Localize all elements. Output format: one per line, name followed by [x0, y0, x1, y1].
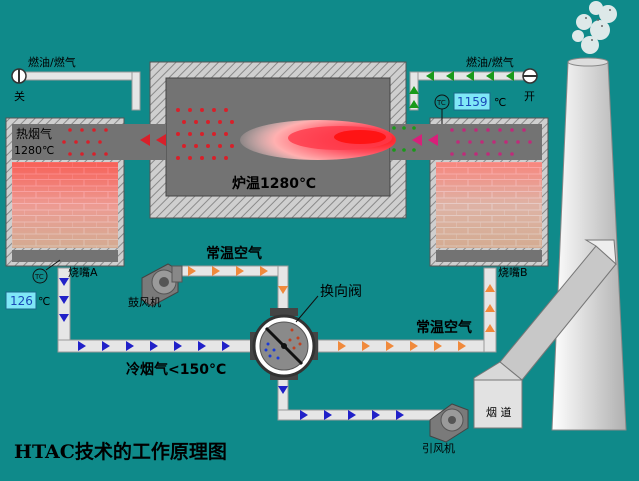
cold-flue-label: 冷烟气<150°C	[126, 361, 226, 378]
valve-leader-line	[295, 295, 319, 323]
svg-text:TC: TC	[34, 273, 44, 281]
valve-right-state: 开	[524, 90, 535, 103]
flame-icon	[240, 120, 396, 160]
flue-duct	[473, 239, 617, 429]
valve-left-state: 关	[14, 89, 25, 103]
burner-a-label: 烧嘴A	[68, 266, 98, 279]
diagram-title: HTAC技术的工作原理图	[14, 440, 227, 463]
blower-label: 鼓风机	[128, 295, 161, 309]
furnace-temp-label: 炉温1280℃	[232, 175, 316, 192]
chimney	[551, 1, 627, 431]
tc-right-value: 1159	[457, 95, 488, 109]
fuel-label-left: 燃油/燃气	[28, 55, 76, 69]
hot-gas-arrows	[140, 134, 166, 146]
cold-flue-arrows	[59, 278, 404, 420]
tc-left-unit: ℃	[38, 295, 50, 308]
reversing-valve-icon[interactable]	[250, 308, 318, 380]
tc-right-display	[453, 92, 491, 111]
fuel-valve-right-icon[interactable]	[522, 68, 538, 84]
fuel-label-right: 燃油/燃气	[466, 55, 514, 69]
ambient-air-arrows	[188, 266, 495, 351]
hot-gas-label: 热烟气	[16, 126, 52, 141]
ambient-air-top-label: 常温空气	[206, 245, 262, 262]
tc-left-value: 126	[10, 294, 33, 308]
air-inlet-arrows	[412, 134, 438, 146]
fuel-dots	[392, 126, 416, 152]
fuel-valve-left-icon[interactable]	[11, 68, 27, 84]
tc-sensor-right: TC	[434, 94, 450, 124]
induced-fan-icon[interactable]	[429, 403, 469, 443]
burner-b-label: 烧嘴B	[498, 266, 528, 279]
flue-label: 烟 道	[486, 405, 512, 419]
tc-right-unit: ℃	[494, 96, 506, 109]
tc-sensor-left: TC	[32, 259, 61, 284]
air-dots	[450, 128, 532, 156]
induced-fan-label: 引风机	[422, 441, 455, 455]
hot-gas-temp: 1280℃	[14, 144, 54, 157]
reversing-valve-label: 换向阀	[320, 283, 362, 300]
blower-fan-icon[interactable]	[141, 263, 183, 307]
ambient-air-right-label: 常温空气	[416, 319, 472, 336]
tc-left-display	[5, 291, 37, 310]
svg-text:TC: TC	[436, 99, 446, 107]
fuel-arrows	[409, 71, 514, 108]
hot-gas-dots	[62, 108, 234, 160]
